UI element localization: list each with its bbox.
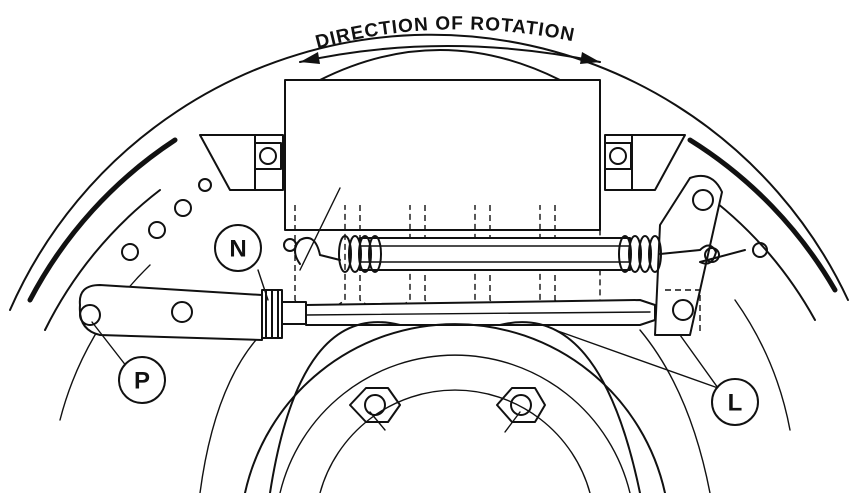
- callout-p-label: P: [134, 368, 150, 395]
- callout-n-label: N: [229, 236, 246, 263]
- wheel-hub: [244, 321, 666, 493]
- callout-n: N: [214, 224, 262, 272]
- hub-nut-right: [496, 387, 546, 433]
- callout-leaders: [91, 269, 719, 389]
- callout-p: P: [118, 356, 166, 404]
- backing-plate-holes: [121, 178, 768, 261]
- brake-shoe-lining-block: [284, 79, 601, 231]
- hub-nut-left: [349, 387, 401, 431]
- callout-l-label: L: [728, 390, 743, 417]
- right-lever: [654, 174, 723, 336]
- return-spring: [283, 235, 746, 273]
- direction-of-rotation-indicator: DIRECTION OF ROTATION: [299, 13, 601, 64]
- callout-l: L: [711, 378, 759, 426]
- adjuster-strut: [78, 284, 656, 341]
- left-anchor-bracket: [199, 134, 284, 191]
- right-anchor-bracket: [604, 134, 686, 191]
- anchor-bump: [319, 49, 561, 81]
- brake-drum-outline: [9, 33, 849, 493]
